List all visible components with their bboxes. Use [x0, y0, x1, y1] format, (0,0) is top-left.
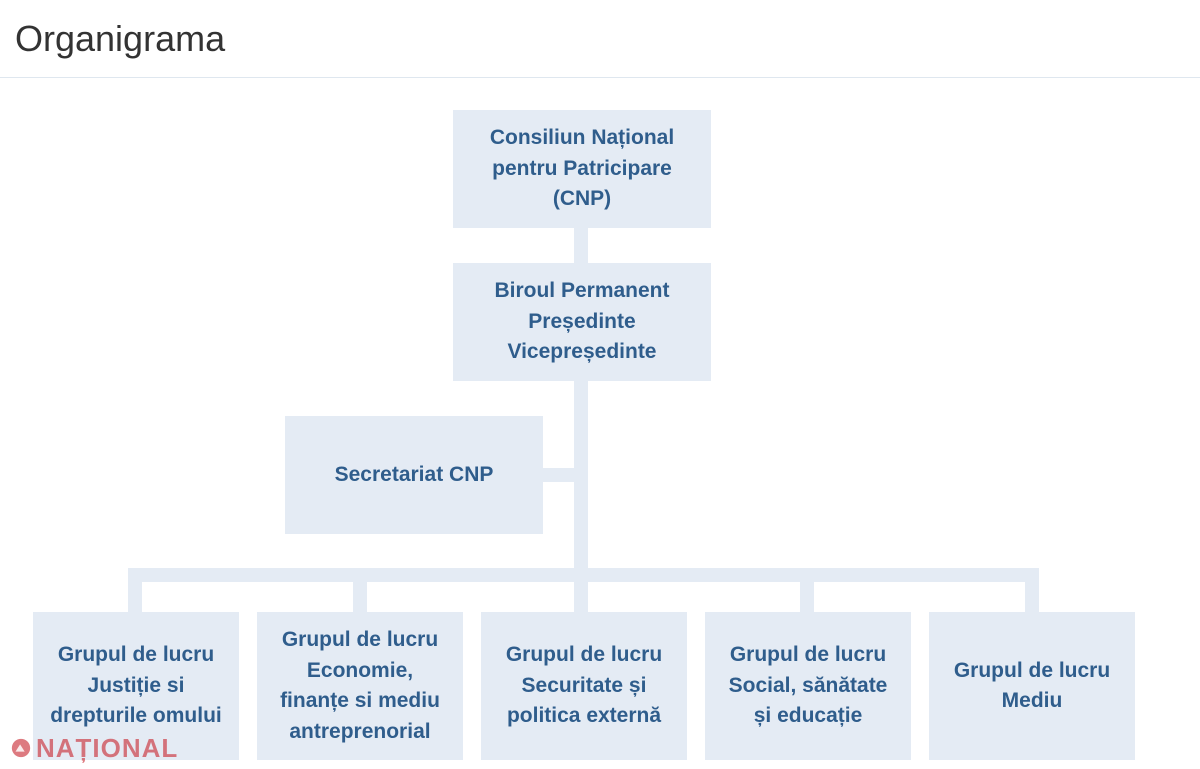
org-node-working-group: Grupul de lucru Social, sănătate și educ… [705, 612, 911, 760]
org-node-working-group-label: Grupul de lucru Justiție si drepturile o… [50, 643, 222, 728]
org-node-secretariat: Secretariat CNP [285, 416, 543, 534]
org-node-working-group-label: Grupul de lucru Economie, finanțe si med… [280, 628, 440, 743]
watermark-logo: NAȚIONAL [10, 730, 178, 766]
connector-group-4 [800, 568, 814, 615]
globe-icon [11, 738, 31, 758]
org-node-permanent-bureau-label: Biroul Permanent Președinte Vicepreședin… [494, 279, 670, 364]
org-node-working-group: Grupul de lucru Securitate și politica e… [481, 612, 687, 760]
connector-secretariat [541, 468, 581, 482]
org-node-cnp: Consiliun Național pentru Patricipare (C… [453, 110, 711, 228]
page-title: Organigrama [15, 18, 226, 59]
org-node-cnp-label: Consiliun Național pentru Patricipare (C… [489, 126, 675, 211]
connector-group-5 [1025, 568, 1039, 615]
org-node-working-group-label: Grupul de lucru Social, sănătate și educ… [728, 643, 888, 728]
page-header: Organigrama [0, 0, 1200, 78]
connector-group-1 [128, 568, 142, 615]
connector-main-trunk [574, 380, 588, 576]
connector-root-bureau [574, 227, 588, 265]
org-node-working-group-label: Grupul de lucru Securitate și politica e… [505, 643, 663, 728]
connector-group-3 [574, 568, 588, 615]
org-node-permanent-bureau: Biroul Permanent Președinte Vicepreședin… [453, 263, 711, 381]
org-node-working-group: Grupul de lucru Justiție si drepturile o… [33, 612, 239, 760]
watermark-text: NAȚIONAL [36, 732, 179, 763]
org-node-working-group: Grupul de lucru Mediu [929, 612, 1135, 760]
org-node-working-group: Grupul de lucru Economie, finanțe si med… [257, 612, 463, 760]
org-node-secretariat-label: Secretariat CNP [334, 462, 494, 486]
connector-group-2 [353, 568, 367, 615]
org-node-working-group-label: Grupul de lucru Mediu [953, 658, 1111, 713]
